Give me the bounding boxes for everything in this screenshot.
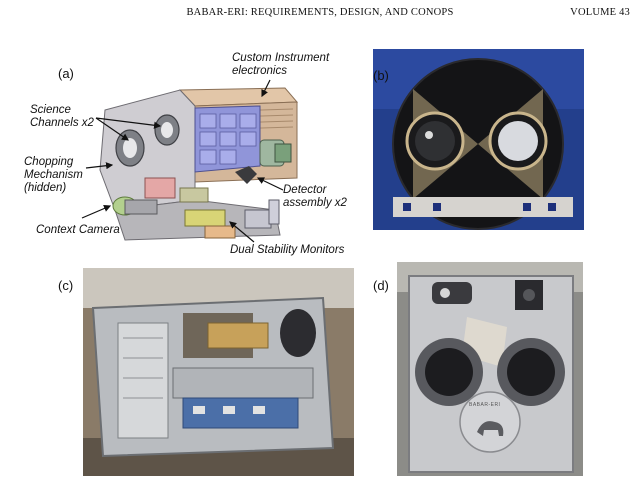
header-volume: VOLUME 43 <box>570 7 630 18</box>
photo-front-plate <box>373 49 584 230</box>
panel-label-b: (b) <box>373 68 389 83</box>
detector-connector <box>235 166 257 184</box>
stability-monitor-1 <box>184 209 226 227</box>
header-title: BABAR-ERI: REQUIREMENTS, DESIGN, AND CON… <box>186 7 454 18</box>
pink-block <box>144 177 176 199</box>
callout-chopping: Chopping Mechanism (hidden) <box>24 156 83 194</box>
callout-detector: Detector assembly x2 <box>283 184 347 209</box>
photo-front-view <box>397 262 583 476</box>
photo-side-view <box>83 268 354 476</box>
cad-render <box>99 87 299 241</box>
panel-label-c: (c) <box>58 278 74 293</box>
callout-context-camera: Context Camera <box>36 224 120 236</box>
context-camera-housing <box>432 282 472 304</box>
callout-science-channels: Science Channels x2 <box>30 104 94 129</box>
connector-block <box>207 322 269 349</box>
stability-monitor-2 <box>204 225 236 239</box>
panel-label-a: (a) <box>58 66 74 81</box>
panel-label-d: (d) <box>373 278 389 293</box>
plaque-text: BABAR-ERI <box>469 402 501 408</box>
callout-dual-stability: Dual Stability Monitors <box>230 244 345 256</box>
callout-custom-electronics: Custom Instrument electronics <box>232 52 330 77</box>
elephant-icon <box>477 421 504 436</box>
circuit-board <box>182 397 299 429</box>
